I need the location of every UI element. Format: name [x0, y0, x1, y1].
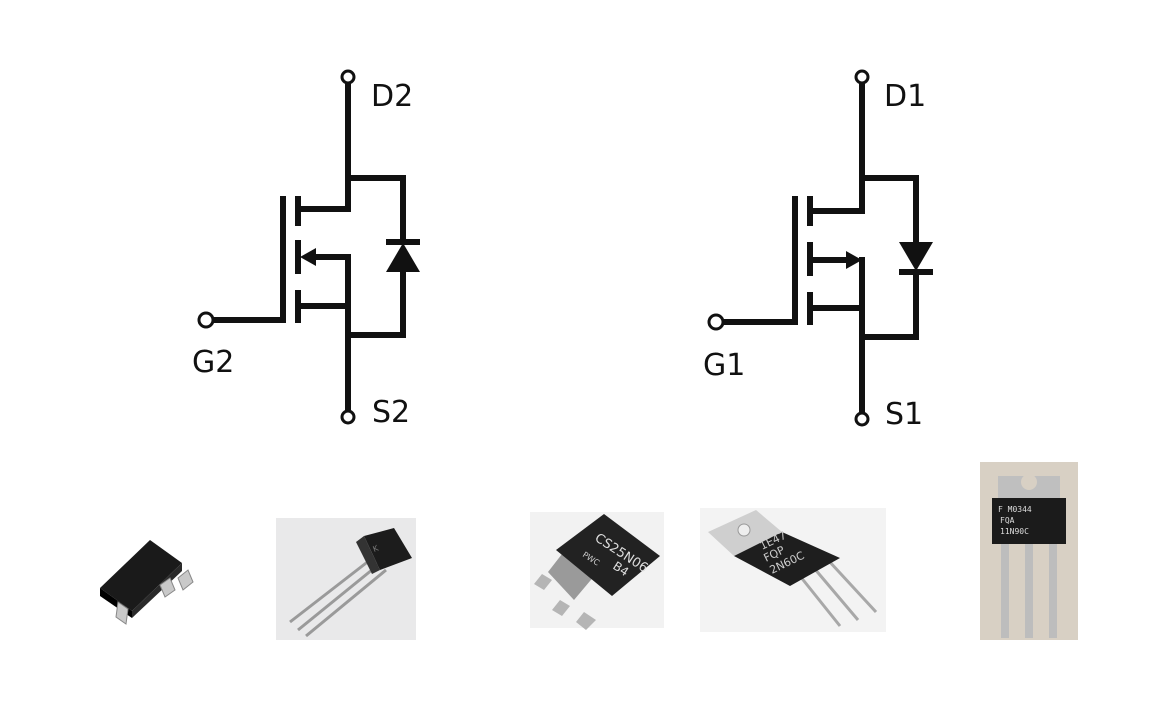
to3p-marking-2: FQA — [1000, 516, 1015, 525]
source-label-right: S1 — [885, 397, 923, 432]
drain-terminal — [854, 69, 870, 85]
diode-left — [386, 239, 420, 272]
body-arrow-right — [846, 251, 862, 269]
package-to92: K — [276, 518, 416, 640]
diode-right — [899, 242, 933, 275]
gate-terminal — [197, 311, 215, 329]
source-terminal — [854, 411, 870, 427]
svg-text:K: K — [372, 543, 381, 554]
source-label-left: S2 — [372, 395, 410, 430]
package-to252: CS25N06 B4 PWC — [530, 512, 664, 630]
to3p-marking-1: F M0344 — [998, 505, 1032, 514]
drain-label-right: D1 — [884, 79, 926, 114]
gate-terminal — [707, 313, 725, 331]
drain-terminal — [340, 69, 356, 85]
gate-label-left: G2 — [192, 345, 234, 380]
gate-label-right: G1 — [703, 348, 745, 383]
package-to220: 1E47 FQP 2N60C — [700, 508, 886, 632]
body-arrow-left — [300, 248, 316, 266]
mosfet-symbol-right — [707, 69, 919, 427]
source-terminal — [340, 409, 356, 425]
package-sot23 — [100, 540, 194, 625]
package-to3p: F M0344 FQA 11N90C — [980, 462, 1078, 640]
drain-label-left: D2 — [371, 79, 413, 114]
mosfet-symbol-left — [197, 69, 406, 425]
to3p-marking-3: 11N90C — [1000, 527, 1029, 536]
